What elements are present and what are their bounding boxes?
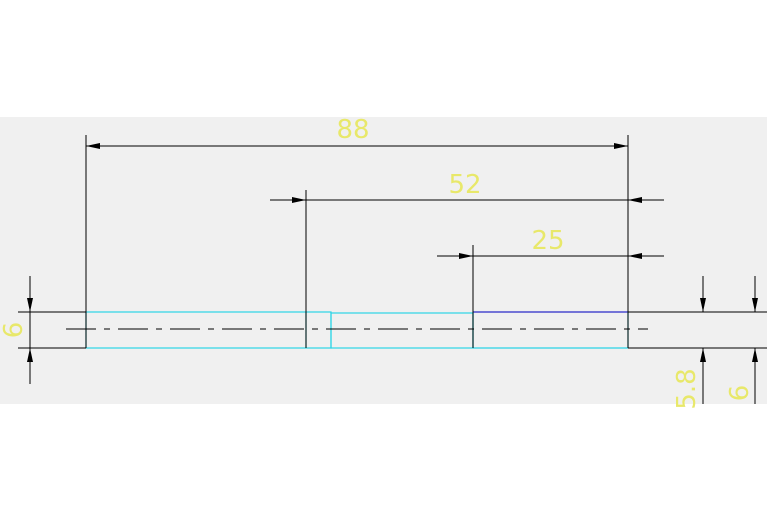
dimension-text-5-8: 5.8 — [672, 368, 702, 409]
dimension-text-left-diameter: 6 — [0, 322, 29, 339]
dimension-text-25: 25 — [531, 226, 564, 256]
dimension-text-52: 52 — [448, 170, 481, 200]
dimension-texts: 88 52 25 6 5.8 6 — [0, 115, 755, 410]
dimension-lines — [27, 143, 758, 404]
extension-lines — [18, 135, 767, 349]
dimension-text-right-diameter: 6 — [725, 385, 755, 402]
shaft-part — [85, 311, 629, 349]
dimension-text-88: 88 — [336, 115, 369, 145]
drawing-area — [0, 117, 767, 404]
